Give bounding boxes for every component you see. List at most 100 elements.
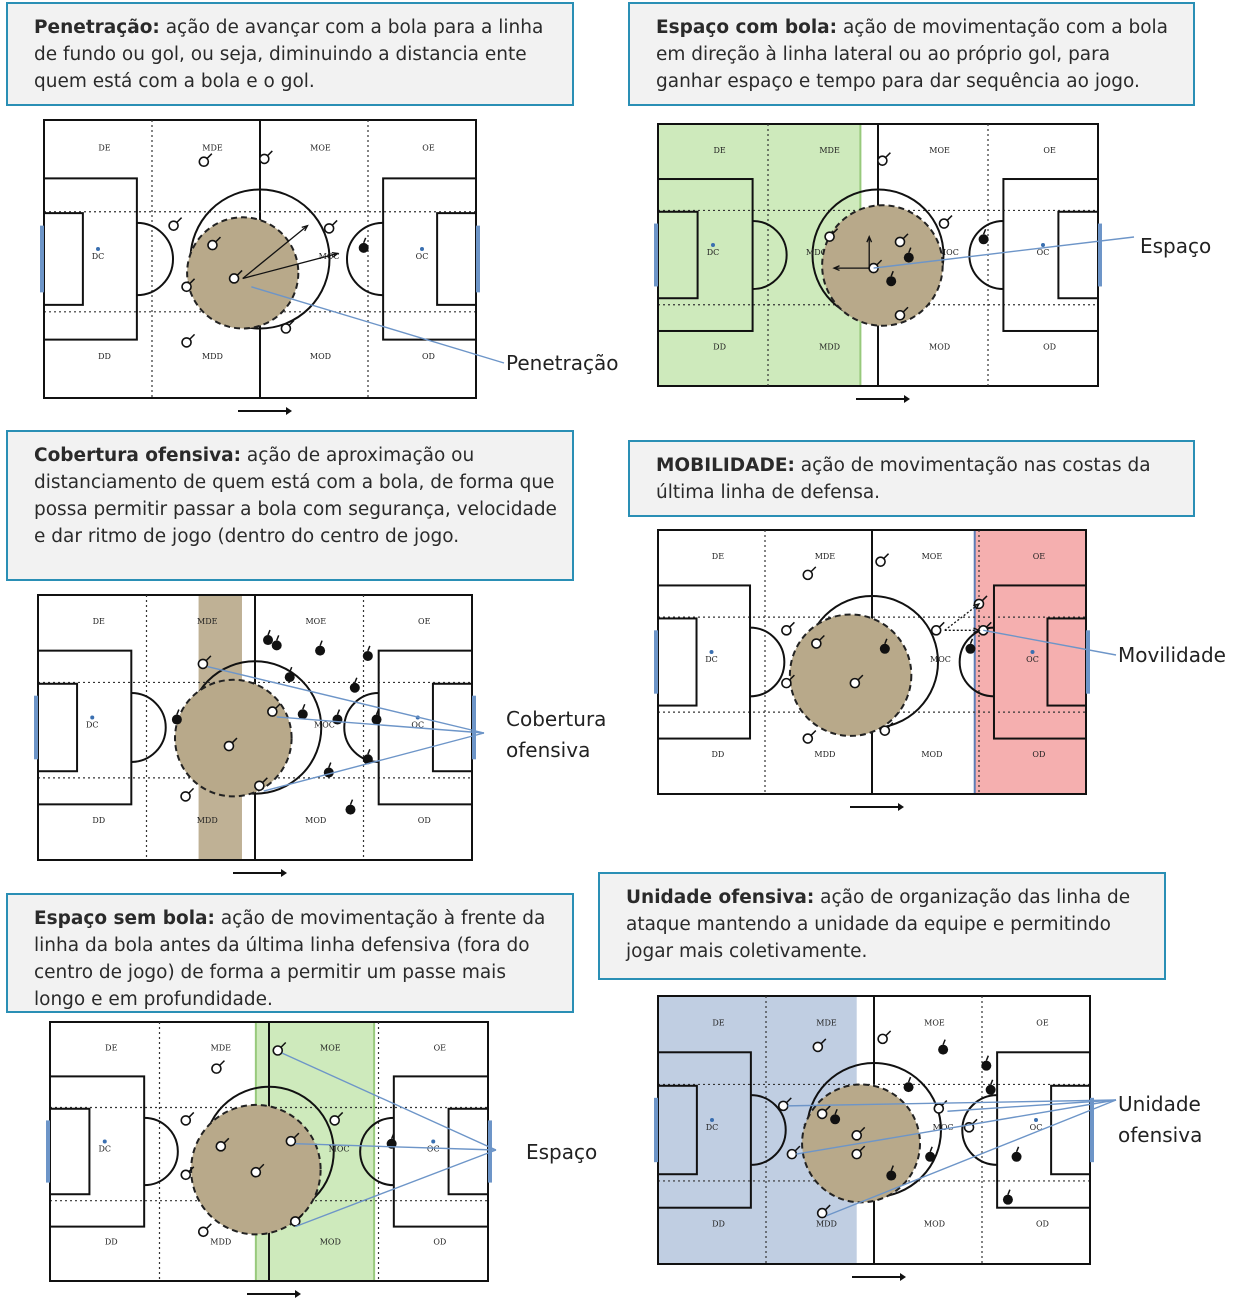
attack-direction-arrowhead bbox=[900, 1273, 906, 1281]
attacker-marker-tail bbox=[985, 621, 992, 628]
attacker-marker bbox=[930, 625, 942, 636]
zone-label-mod: MOD bbox=[929, 342, 950, 351]
attacker-marker bbox=[180, 791, 191, 802]
defender-marker-tail bbox=[354, 677, 358, 684]
callout-pointer-line bbox=[787, 1099, 1117, 1107]
callout-espaco-text: Espaço bbox=[1140, 234, 1212, 258]
defender-marker bbox=[903, 1082, 914, 1093]
attacker-marker-tail bbox=[189, 333, 196, 340]
desc-cobertura-ofensiva: ação de aproximação ou distanciamento de… bbox=[34, 445, 557, 547]
attacker-marker-tail bbox=[859, 1126, 866, 1133]
defender-marker-tail bbox=[176, 709, 180, 715]
attacker-marker-tail bbox=[205, 1223, 212, 1230]
attacker-marker-tail bbox=[188, 1166, 195, 1173]
attacker-marker-tail bbox=[788, 674, 795, 681]
zone-label-dc: DC bbox=[98, 1145, 111, 1154]
zone-label-moe: MOE bbox=[924, 1018, 945, 1027]
defender-marker bbox=[371, 714, 382, 725]
attacker-marker bbox=[181, 281, 192, 293]
attacker-marker-tail bbox=[902, 306, 909, 313]
defender-marker-tail bbox=[985, 1055, 990, 1061]
attacker-marker bbox=[250, 1166, 262, 1178]
zone-marker bbox=[431, 1139, 436, 1144]
attacker-marker-tail bbox=[902, 233, 909, 240]
attacker-marker-tail bbox=[883, 553, 890, 560]
title-espaco-com-bola: Espaço com bola: bbox=[656, 17, 838, 38]
attacker-marker-tail bbox=[859, 1145, 866, 1152]
zone-label-mde: MDE bbox=[211, 1043, 232, 1052]
attacker-marker bbox=[811, 638, 822, 649]
text-box-cobertura-ofensiva: Cobertura ofensiva: ação de aproximação … bbox=[6, 430, 574, 581]
attacker-marker bbox=[211, 1063, 222, 1074]
defender-marker bbox=[879, 643, 890, 654]
zone-label-oe: OE bbox=[418, 617, 431, 626]
attacker-marker-tail bbox=[337, 1111, 344, 1118]
attacker-marker bbox=[285, 1135, 297, 1147]
goal-area-left bbox=[43, 212, 84, 306]
callout-unidade-line1: Unidade bbox=[1118, 1092, 1201, 1116]
defender-marker-tail bbox=[302, 703, 306, 710]
zone-label-de: DE bbox=[712, 552, 724, 561]
title-cobertura-ofensiva: Cobertura ofensiva: bbox=[34, 445, 242, 466]
attacker-marker-tail bbox=[214, 236, 222, 243]
penalty-area-right bbox=[382, 177, 477, 341]
penalty-arc-left bbox=[144, 1116, 179, 1187]
zone-marker bbox=[711, 243, 715, 247]
attacker-marker bbox=[254, 780, 265, 792]
attack-direction-arrowhead bbox=[904, 395, 910, 403]
attacker-marker bbox=[781, 677, 792, 689]
attacker-marker bbox=[181, 337, 192, 348]
attacker-marker bbox=[877, 155, 888, 166]
title-unidade-ofensiva: Unidade ofensiva: bbox=[626, 887, 815, 908]
callout-pointer-line bbox=[947, 1099, 1117, 1112]
attacker-marker bbox=[812, 1041, 824, 1053]
attacker-marker-tail bbox=[981, 595, 988, 602]
callout-unidade-ofensiva: Unidade ofensiva bbox=[1118, 1089, 1202, 1151]
attacker-marker bbox=[824, 231, 835, 242]
attacker-marker bbox=[197, 658, 209, 670]
defender-marker-tail bbox=[267, 629, 271, 636]
zone-label-mde: MDE bbox=[197, 617, 218, 626]
defender-marker bbox=[349, 682, 360, 693]
callout-pointer-line bbox=[207, 665, 485, 734]
callout-pointer-line bbox=[295, 1149, 497, 1228]
zone-marker bbox=[420, 247, 424, 251]
zone-label-mdd: MDD bbox=[210, 1238, 231, 1247]
zone-label-mde: MDE bbox=[815, 552, 836, 561]
movement-arrow bbox=[242, 225, 308, 279]
goal-right bbox=[472, 695, 476, 760]
zone-marker bbox=[1034, 1118, 1038, 1122]
zone-label-od: OD bbox=[1043, 342, 1056, 351]
zone-label-moe: MOE bbox=[305, 617, 326, 626]
attacker-marker-tail bbox=[885, 1030, 892, 1037]
title-penetracao: Penetração: bbox=[34, 17, 160, 38]
zone-label-od: OD bbox=[433, 1238, 446, 1247]
zone-label-dd: DD bbox=[92, 816, 105, 825]
movement-arrowhead bbox=[973, 627, 981, 634]
penalty-arc-left bbox=[752, 219, 788, 291]
zone-label-dd: DD bbox=[712, 1219, 725, 1228]
attacker-marker-tail bbox=[810, 730, 817, 737]
attacker-marker-tail bbox=[274, 703, 281, 710]
attacker-marker-tail bbox=[206, 153, 213, 160]
attacker-marker-tail bbox=[176, 217, 183, 224]
goal-area-right bbox=[1057, 210, 1099, 300]
movement-arrowhead bbox=[301, 224, 309, 232]
attacker-marker bbox=[851, 1130, 863, 1141]
attacker-marker bbox=[223, 740, 235, 752]
goal-right bbox=[476, 225, 480, 293]
zone-label-od: OD bbox=[1036, 1219, 1049, 1228]
zone-label-mdd: MDD bbox=[814, 750, 835, 759]
zone-label-od: OD bbox=[418, 816, 431, 825]
defender-marker-tail bbox=[884, 638, 888, 645]
zone-label-oe: OE bbox=[1043, 146, 1056, 155]
callout-mobilidade: Movilidade bbox=[1118, 640, 1226, 671]
callout-pointer-line bbox=[826, 1099, 1117, 1217]
zone-marker bbox=[102, 1139, 107, 1144]
attacker-marker-tail bbox=[188, 787, 195, 794]
attacker-marker-tail bbox=[832, 228, 839, 235]
